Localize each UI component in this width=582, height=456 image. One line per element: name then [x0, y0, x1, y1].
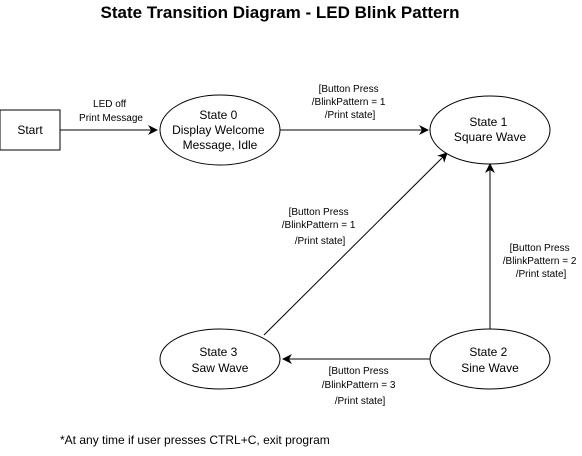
state2-label: State 2 Sine Wave	[461, 345, 519, 375]
edge-label-start-to-state0: LED off Print Message	[79, 99, 143, 124]
edge-state3-to-state1	[263, 152, 448, 336]
footnote: *At any time if user presses CTRL+C, exi…	[60, 433, 330, 447]
edge-label-state2-to-state3: [Button Press /BlinkPattern = 3 /Print s…	[322, 366, 398, 407]
state1-node	[429, 95, 551, 165]
state2-node	[429, 328, 551, 390]
diagram-title: State Transition Diagram - LED Blink Pat…	[101, 3, 460, 22]
edge-label-state3-to-state1: [Button Press /BlinkPattern = 1 /Print s…	[282, 207, 358, 247]
start-node-box	[0, 109, 61, 151]
state3-node	[159, 328, 281, 390]
state0-node	[159, 94, 281, 166]
edge-label-state2-to-state1: [Button Press /BlinkPattern = 2 /Print s…	[503, 243, 579, 280]
state1-label: State 1 Square Wave	[454, 115, 527, 144]
state0-label: State 0 Display Welcome Message, Idle	[172, 108, 268, 152]
edge-label-state0-to-state1: [Button Press /BlinkPattern = 1 /Print s…	[312, 84, 388, 121]
start-node-label: Start	[17, 123, 43, 137]
state3-label: State 3 Saw Wave	[192, 345, 249, 375]
